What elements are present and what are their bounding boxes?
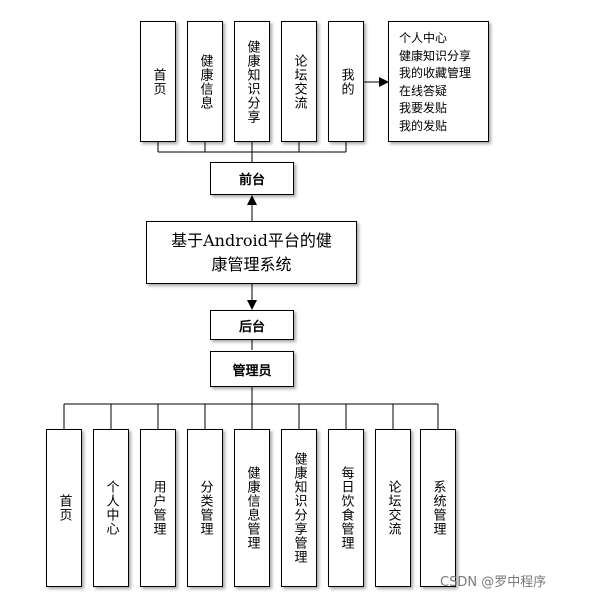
frontend-node: 前台 (210, 162, 294, 195)
backend-module-health-knowledge-management: 健康知识分享管理 (281, 429, 317, 587)
backend-node: 后台 (210, 310, 294, 340)
my-menu-item: 我的发贴 (399, 118, 448, 133)
my-menu-item: 在线答疑 (399, 83, 448, 98)
backend-module-user-management: 用户管理 (140, 429, 176, 587)
my-menu-item: 我的收藏管理 (399, 66, 472, 81)
backend-module-home: 首页 (46, 429, 82, 587)
my-menu-list: 个人中心 健康知识分享 我的收藏管理 在线答疑 我要发贴 我的发贴 (389, 22, 471, 136)
my-menu-box: 个人中心 健康知识分享 我的收藏管理 在线答疑 我要发贴 我的发贴 (388, 21, 489, 142)
backend-module-system-management: 系统管理 (420, 429, 456, 587)
admin-node: 管理员 (210, 351, 294, 387)
backend-module-daily-diet-management: 每日饮食管理 (328, 429, 364, 587)
backend-module-personal-center: 个人中心 (93, 429, 129, 587)
system-title: 基于Android平台的健 康管理系统 (171, 230, 332, 274)
backend-module-category-management: 分类管理 (187, 429, 223, 587)
my-menu-item: 我要发贴 (399, 101, 448, 116)
backend-module-health-info-management: 健康信息管理 (234, 429, 270, 587)
frontend-module-forum: 论坛交流 (281, 21, 317, 142)
frontend-module-mine: 我的 (328, 21, 364, 142)
my-menu-item: 个人中心 (399, 31, 448, 45)
system-title-node: 基于Android平台的健 康管理系统 (146, 221, 357, 284)
frontend-module-health-knowledge: 健康知识分享 (234, 21, 270, 142)
frontend-module-health-info: 健康信息 (187, 21, 223, 142)
my-menu-item: 健康知识分享 (399, 48, 472, 63)
watermark: CSDN @罗中程序 (440, 575, 547, 590)
frontend-module-home: 首页 (140, 21, 176, 142)
backend-module-forum: 论坛交流 (375, 429, 411, 587)
